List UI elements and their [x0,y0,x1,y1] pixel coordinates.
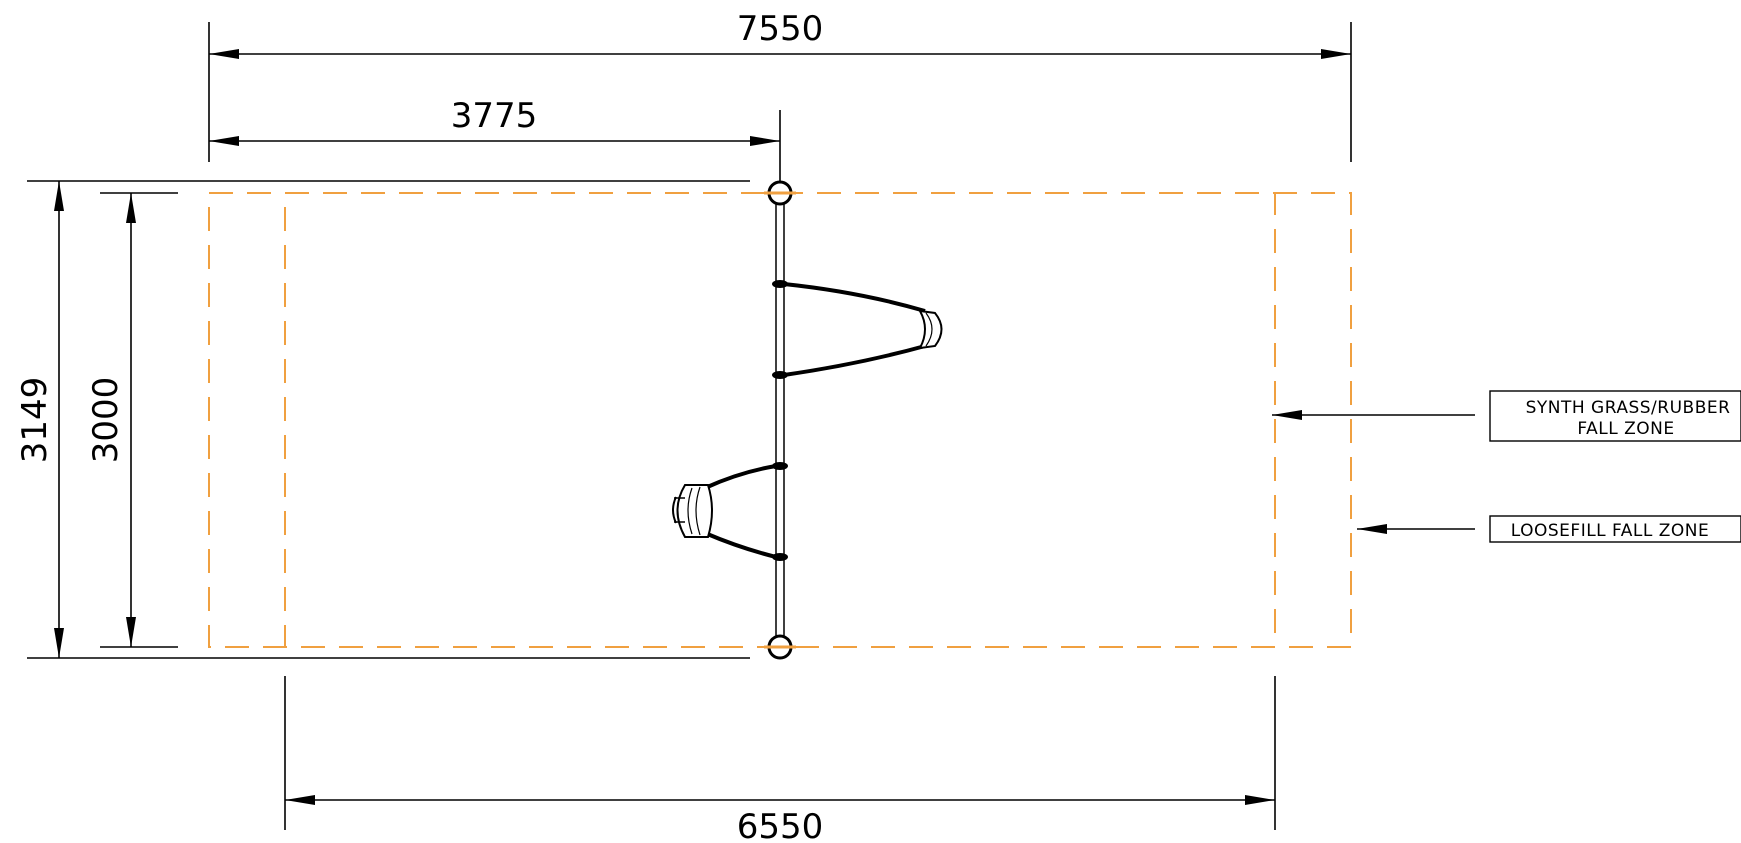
dimension-half-length: 3775 [209,96,781,186]
swing-seat-right [772,280,943,379]
synth-grass-fall-zone [284,192,1276,648]
half-length-value: 3775 [451,96,538,136]
swing-set-equipment [672,180,943,660]
callout-synth-grass: SYNTH GRASS/RUBBER FALL ZONE [1272,390,1741,442]
frame-post-bottom [764,634,796,660]
overall-length-value: 7550 [737,9,824,49]
inner-width-value: 3000 [86,377,126,464]
dimension-inner-length: 6550 [284,676,1276,843]
loosefill-fall-zone [208,192,1352,648]
dimension-overall-length: 7550 [208,9,1352,162]
dimension-overall-width: 3149 [15,180,750,659]
frame-post-top [764,180,796,206]
synth-label-line2: FALL ZONE [1577,419,1674,439]
fall-zones [208,192,1352,648]
synth-label-box [1489,390,1741,442]
synth-label-line1: SYNTH GRASS/RUBBER [1526,398,1731,418]
loosefill-label: LOOSEFILL FALL ZONE [1511,521,1709,541]
swing-seat-left-infant [672,462,788,561]
callout-loosefill: LOOSEFILL FALL ZONE [1357,515,1741,543]
loosefill-label-box [1489,515,1741,543]
overall-width-value: 3149 [15,377,55,464]
dimension-inner-width: 3000 [86,192,178,648]
inner-length-value: 6550 [737,807,824,843]
